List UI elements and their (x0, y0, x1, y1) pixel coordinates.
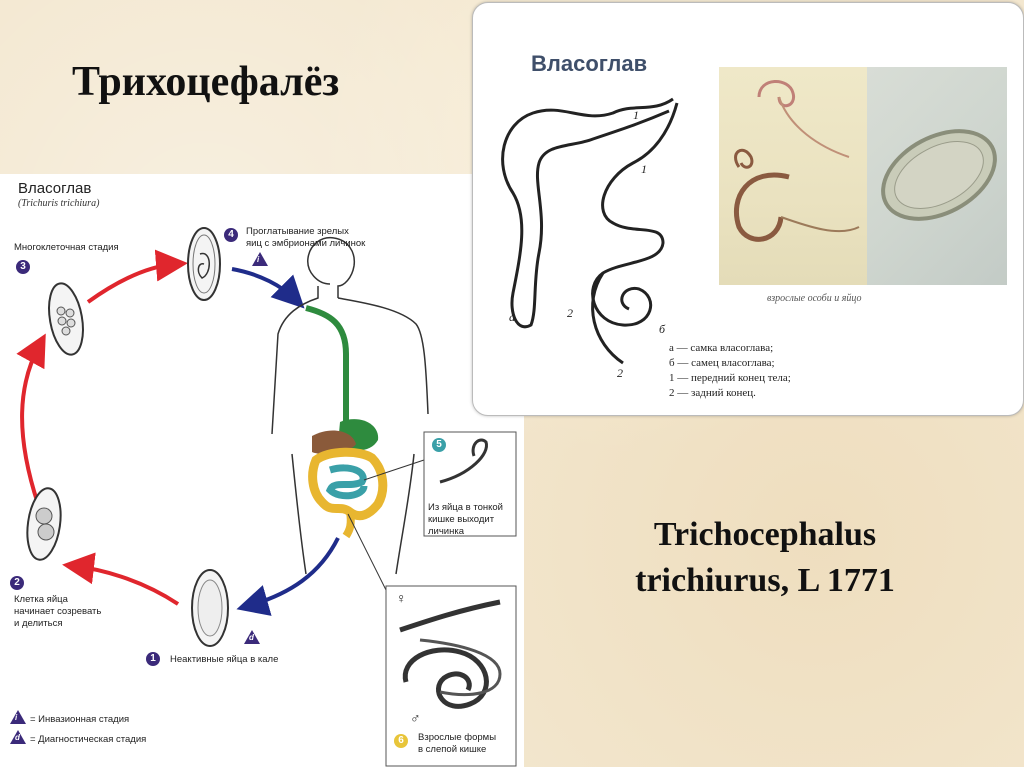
esophagus (305, 305, 349, 422)
stage-4-line1: Проглатывание зрелых (246, 226, 349, 237)
legend-line: 1 — передний конец тела; (669, 372, 791, 384)
male-worm-drawing (591, 102, 679, 327)
stage-5-badge: 5 (432, 438, 446, 452)
stage-3-label: Многоклеточная стадия (14, 242, 119, 253)
stage-6-badge: 6 (394, 734, 408, 748)
diagnostic-stage-icon: d (244, 630, 260, 644)
legend-infective-text: = Инвазионная стадия (30, 714, 130, 725)
legend-line: а — самка власоглава; (669, 342, 774, 354)
legend-line: б — самец власоглава; (669, 357, 775, 369)
diagnostic-marker: d (249, 633, 254, 642)
species-name-line1: Trichocephalus (653, 516, 877, 553)
stage-2-label: Клетка яйца начинает созревать и делитьс… (14, 594, 101, 630)
legend-line: 2 — задний конец. (669, 387, 756, 399)
stage-6-line1: Взрослые формы (418, 732, 497, 743)
stage-5-label: Из яйца в тонкой кишке выходит личинка (428, 502, 503, 538)
photo-caption: взрослые особи и яйцо (767, 293, 862, 304)
male-worm (402, 647, 489, 709)
infective-stage-icon: i (252, 252, 268, 266)
label-a: а (509, 310, 515, 324)
stage-5-line3: личинка (428, 526, 465, 537)
label-1-mid: 1 (641, 162, 647, 176)
worm-panel-title: Власоглав (531, 51, 648, 76)
lifecycle-subtitle: (Trichuris trichiura) (18, 198, 100, 209)
legend-diagnostic-text: = Диагностическая стадия (30, 734, 147, 745)
egg-photo (867, 67, 1007, 285)
stage-4-badge: 4 (224, 228, 238, 242)
stage-2-badge: 2 (10, 576, 24, 590)
large-intestine (308, 447, 388, 521)
worm-legend: а — самка власоглава; б — самец власогла… (669, 341, 791, 401)
stage-6-line2: в слепой кишке (418, 744, 487, 755)
legend-infective-marker: i (15, 713, 18, 722)
legend-infective-icon: i (10, 710, 26, 724)
infective-marker: i (257, 255, 260, 264)
lifecycle-title: Власоглав (18, 180, 92, 197)
arrow-2-to-3 (16, 333, 46, 505)
legend-diagnostic-icon: d (10, 730, 26, 744)
stage-5-line1: Из яйца в тонкой (428, 502, 503, 513)
stage-6-label: Взрослые формы в слепой кишке (418, 732, 496, 756)
label-1-top: 1 (633, 108, 639, 122)
larva (439, 438, 488, 484)
stage-3-badge: 3 (16, 260, 30, 274)
stage-2-line2: начинает созревать (14, 606, 102, 617)
human-body (271, 236, 429, 575)
male-symbol: ♂ (410, 710, 421, 726)
worm-illustration-panel: Власоглав 1 1 2 2 а б взрослые особи и я… (472, 2, 1024, 416)
arrow-ingestion (231, 267, 305, 309)
egg-stage-2 (26, 487, 62, 561)
adult-worms-photo (719, 67, 867, 285)
legend-diagnostic-marker: d (15, 733, 20, 742)
egg-stage-3 (48, 282, 84, 356)
label-b: б (659, 322, 666, 336)
female-worm (399, 599, 501, 633)
species-name-line2: trichiurus, L 1771 (635, 562, 895, 599)
label-2-mid: 2 (567, 306, 573, 320)
small-intestine (325, 464, 368, 500)
stage-2-line1: Клетка яйца (14, 594, 68, 605)
species-name: Trichocephalus trichiurus, L 1771 (600, 512, 930, 604)
slide-title: Трихоцефалёз (72, 59, 340, 105)
arrow-1-to-2 (62, 552, 180, 606)
arrow-excretion (236, 537, 340, 616)
lifecycle-drawing (16, 227, 517, 767)
label-2-bottom: 2 (617, 366, 623, 380)
worm-drawings: 1 1 2 2 а б (501, 97, 679, 380)
stage-4-line2: яиц с эмбрионами личинок (246, 238, 366, 249)
female-symbol: ♀ (396, 590, 407, 606)
stage-1-label: Неактивные яйца в кале (170, 654, 279, 665)
female-worm-drawing (501, 97, 674, 329)
lifecycle-diagram: Власоглав (Trichuris trichiura) 4 Прогла… (0, 174, 524, 767)
egg-stage-4 (187, 227, 221, 301)
stage-2-line3: и делиться (14, 618, 63, 629)
stage-4-label: Проглатывание зрелых яиц с эмбрионами ли… (246, 226, 365, 250)
egg-stage-1 (191, 569, 229, 647)
stage-5-line2: кишке выходит (428, 514, 495, 525)
arrow-3-to-4 (86, 249, 188, 304)
rectum (342, 511, 355, 539)
stage-1-badge: 1 (146, 652, 160, 666)
